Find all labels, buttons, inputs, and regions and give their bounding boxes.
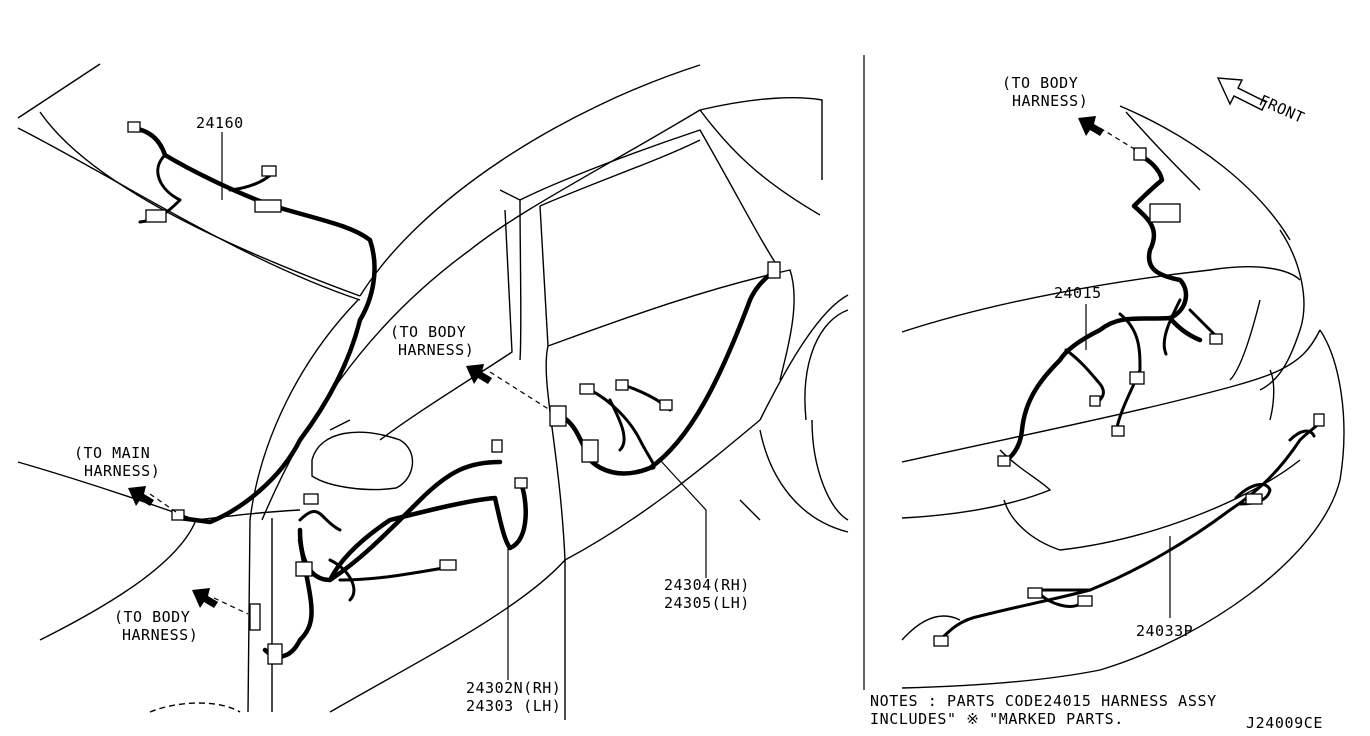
- harness-24015: [997, 147, 1223, 467]
- to-main-harness-line2: HARNESS): [84, 462, 160, 480]
- to-body-harness-mid-line2: HARNESS): [398, 341, 474, 359]
- harness-24304: [549, 261, 781, 578]
- to-body-harness-top-line2: HARNESS): [1012, 92, 1088, 110]
- to-body-harness-low-line1: (TO BODY: [114, 608, 190, 626]
- front-arrow-icon: [1216, 77, 1267, 111]
- part-label-24015: 24015: [1054, 284, 1102, 302]
- arrows-right: [1078, 116, 1137, 151]
- part-label-24304: 24304(RH): [664, 576, 750, 594]
- part-label-24305: 24305(LH): [664, 594, 750, 612]
- harness-24033: [933, 413, 1325, 647]
- car-body-outline-right: [901, 105, 1345, 689]
- car-body-outline-left: [17, 63, 849, 720]
- to-body-harness-top-line1: (TO BODY: [1002, 74, 1078, 92]
- to-body-harness-low-line2: HARNESS): [122, 626, 198, 644]
- to-main-harness-line1: (TO MAIN: [74, 444, 150, 462]
- notes-line-2: INCLUDES" ※ "MARKED PARTS.: [870, 710, 1124, 728]
- notes-line-1: NOTES : PARTS CODE24015 HARNESS ASSY: [870, 692, 1217, 710]
- part-label-24302: 24302N(RH): [466, 679, 561, 697]
- part-label-24303: 24303 (LH): [466, 697, 561, 715]
- front-label: FRONT: [1256, 91, 1307, 127]
- diagram-code: J24009CE: [1246, 714, 1323, 732]
- harness-24160: [127, 121, 377, 525]
- arrows-left: [128, 364, 551, 615]
- part-label-24033: 24033P: [1136, 622, 1193, 640]
- to-body-harness-mid-line1: (TO BODY: [390, 323, 466, 341]
- part-label-24160: 24160: [196, 114, 244, 132]
- harness-24302: [249, 439, 528, 680]
